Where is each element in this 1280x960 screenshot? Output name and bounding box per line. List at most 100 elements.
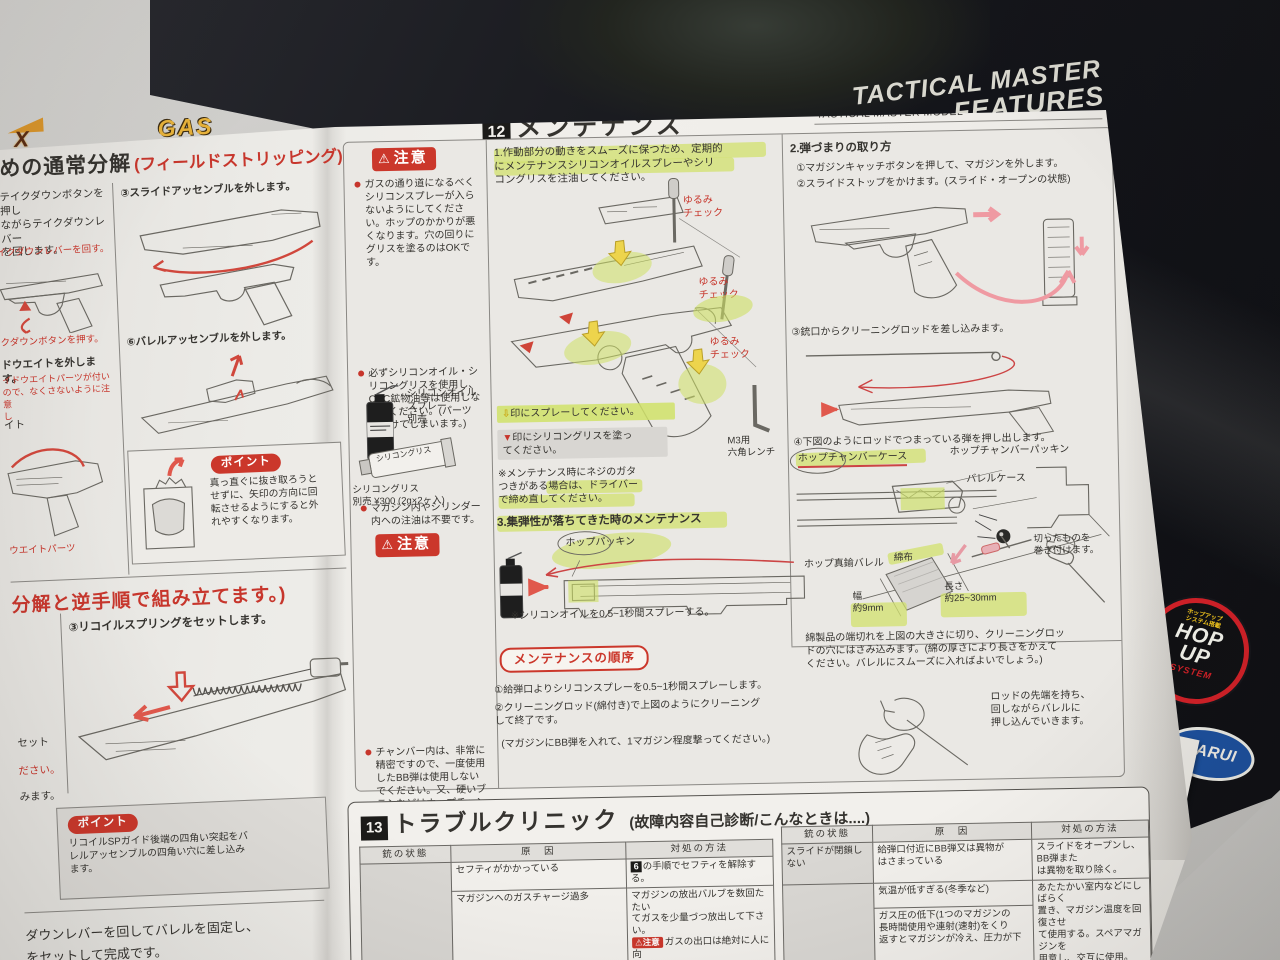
warning-triangle-icon: ⚠ <box>381 536 396 553</box>
edge-frag-1: セット <box>17 736 50 750</box>
takedown-diagram <box>0 273 104 334</box>
point-label: ポイント <box>210 453 282 475</box>
caution-box-1-label: ⚠注意 <box>371 147 436 171</box>
point1-text: 真っ直ぐに抜き取ろうと せずに、矢印の方向に回 転させるようにすると外 れやすく… <box>209 473 319 528</box>
caution1-item1: ガスの通り道になるべく シリコンスプレーが入ら ないようにしてくださ い。ホップ… <box>354 176 494 270</box>
spray-duration-text: ※シリコンオイルを0.5~1秒間スプレーする。 <box>510 606 715 622</box>
silicone-spray-can-icon-2 <box>499 551 524 619</box>
weight-label: イト <box>3 418 26 432</box>
exploded-gun-diagram <box>510 195 757 438</box>
state-cell: 作動しない <box>360 862 455 960</box>
trouble-table-right: 銃の状態 原 因 対処の方法 スライドが閉鎖し ない 給弾口付近にBB弾又は異物… <box>781 819 1152 960</box>
cause-cell: 給弾口付近にBB弾又は異物が はさまっている <box>872 839 1033 883</box>
red-bullet-icon <box>354 181 361 188</box>
barrel-maintenance-diagram <box>528 558 806 619</box>
col-state: 銃の状態 <box>781 825 873 844</box>
box-gun-photo <box>520 0 990 130</box>
fix-cell: あたたかい室内などにしばらく 置き、マガジン温度を回復させ て使用する。スペアマ… <box>1032 877 1152 960</box>
point2-text: リコイルSPガイド後端の四角い突起をバ レルアッセンブルの四角い穴に差し込み ま… <box>68 830 249 876</box>
final-rule <box>24 899 325 914</box>
order-item-1: ①給弾口よりシリコンスプレーを0.5~1秒間スプレーします。 <box>494 679 768 697</box>
fix-text: の手順でセフティを解除する。 <box>630 858 757 885</box>
grease-note-box: ▼印にシリコングリスを塗っ てください。 <box>497 426 668 460</box>
hex-wrench-label: M3用 六角レンチ <box>727 435 776 459</box>
section2-item2: ②スライドストップをかけます。(スライド・オープンの状態) <box>796 173 1071 191</box>
edge-frag-3: みます。 <box>19 789 61 804</box>
red-triangle-icon: ▼ <box>502 432 513 444</box>
recoil-spring-diagram <box>77 657 349 761</box>
fix-text: マガジンの放出バルブを数回たたい てガスを少量づつ放出して下さい。 <box>631 887 765 937</box>
grease-note-text: 印にシリコングリスを塗っ てください。 <box>502 430 633 457</box>
section3-header: 3.集弾性が落ちてきた時のメンテナンス <box>496 513 702 529</box>
caution-box-2-label: ⚠注意 <box>375 533 440 557</box>
weight-parts-label: ウエイトパーツ <box>9 542 76 557</box>
left-page: めの通常分解 (フィールドストリッピング) テイクダウンボタンを押し ながらテイ… <box>0 123 378 960</box>
grease-price-label: シリコングリス 別売 ¥300 (2g×2ヶ入) <box>352 483 445 509</box>
cotton-wrap-label: 切ったものを 巻き付けます。 <box>1033 532 1100 557</box>
button-label: クダウンボタンを押す。 <box>0 333 104 349</box>
col-state: 銃の状態 <box>359 845 452 865</box>
section13-number: 13 <box>360 816 388 841</box>
screwdriver-icon <box>668 177 680 243</box>
caution-badge: ⚠注意 <box>371 147 436 171</box>
hex-wrench-icon <box>752 384 771 433</box>
point-pill-2: ポイント <box>67 813 139 835</box>
maintenance-step1-text: 1.作動部分の動きをスムーズに保つため、定期的 にメンテナンスシリコンオイルスプ… <box>493 142 723 187</box>
loose-check-label-3: ゆるみ チェック <box>709 336 750 361</box>
loose-check-label-2: ゆるみ チェック <box>698 276 739 302</box>
spray-duration-note: ※シリコンオイルを0.5~1秒間スプレーする。 <box>511 606 715 623</box>
caution1-item1-text: ガスの通り道になるべく シリコンスプレーが入ら ないようにしてくださ い。ホップ… <box>364 177 476 269</box>
left-page-header: めの通常分解 (フィールドストリッピング) <box>0 141 343 183</box>
maintenance-order-badge: メンテナンスの順序 <box>499 645 650 674</box>
state-cell: スライドが閉鎖し ない <box>781 842 874 885</box>
order-item-2: ②クリーニングロッド(綿付き)で上図のようにクリーニング して終了です。 <box>494 697 761 728</box>
maintenance-panel: ⚠注意 ガスの通り道になるべく シリコンスプレーが入ら ないようにしてくださ い… <box>342 127 1126 960</box>
trouble-table-left: 銃の状態 原 因 対処の方法 作動しない セフティがかかっている 6の手順でセフ… <box>359 839 776 960</box>
caution-text-2: 注意 <box>396 535 432 553</box>
cause-cell: 気温が低すぎる(冬季など) <box>873 879 1033 909</box>
barrel-assembly-diagram <box>140 354 334 434</box>
silicone-spray-can-icon <box>366 385 399 461</box>
fix-cell: マガジンの放出バルブを数回たたい てガスを少量づつ放出して下さい。 ⚠注意ガスの… <box>626 884 776 960</box>
header-black-part: めの通常分解 <box>0 152 132 181</box>
magazine-removal-diagram <box>810 206 1090 306</box>
order-badge-wrap: メンテナンスの順序 <box>499 645 650 674</box>
grease-tube-icon <box>358 437 457 478</box>
slide-step-text: ③スライドアッセンブルを外します。 <box>120 180 297 200</box>
point-label-2: ポイント <box>67 813 139 835</box>
order-item-3: (マガジンにBB弾を入れて、1マガジン程度撃ってください。) <box>501 733 771 750</box>
slide-weight-diagram <box>7 448 104 537</box>
red-bullet-icon <box>365 749 372 756</box>
cotton-cloth-label: 綿布 <box>893 551 913 564</box>
recoil-rule <box>59 613 69 794</box>
recoil-step-text: ③リコイルスプリングをセットします。 <box>68 613 273 635</box>
loose-check-label-1: ゆるみ チェック <box>682 194 724 220</box>
warning-triangle-icon: ⚠ <box>377 150 392 167</box>
fix-cell: スライドをオープンし、BB弾また は異物を取り除く。 <box>1031 836 1150 880</box>
cause-cell: セフティがかかっている <box>451 858 627 892</box>
table-row: スライドが閉鎖し ない 給弾口付近にBB弾又は異物が はさまっている スライドを… <box>781 836 1150 885</box>
edge-frag-2: ださい。 <box>18 763 61 778</box>
mini-caution-badge: ⚠注意 <box>632 936 663 949</box>
cleaning-rod-diagram <box>805 351 1055 437</box>
cotton-length-label: 長さ 約25~30mm <box>944 581 997 605</box>
final-text-2: をセットして完成です。 <box>26 944 168 960</box>
weight-note: イドウエイトパーツが付い ので、なくさないように注意 し <box>1 371 111 422</box>
point-box-1: ポイント 真っ直ぐに抜き取ろうと せずに、矢印の方向に回 転させるようにすると外… <box>127 441 346 565</box>
barrel-lug-diagram <box>143 456 195 550</box>
caution-badge-2: ⚠注意 <box>375 533 440 557</box>
section13-title: トラブルクリニック <box>393 806 619 837</box>
final-text-1: ダウンレバーを回してバレルを固定し、 <box>25 918 260 944</box>
header-red-part: (フィールドストリッピング) <box>133 147 344 175</box>
cause-cell: マガジンへのガスチャージ過多 <box>451 887 629 960</box>
rod-insert-note: ロッドの先端を持ち、 回しながらバレルに 押し込んでいきます。 <box>990 689 1091 729</box>
mini-caution-text: 注意 <box>642 937 660 948</box>
cotton-width-label: 幅 約9mm <box>852 590 884 615</box>
cause-cell: ガス圧の低下(1つのマガジンの 長時間使用や連射(速射)をくり 返すとマガジンが… <box>874 905 1035 960</box>
point-box-2: ポイント リコイルSPガイド後端の四角い突起をバ レルアッセンブルの四角い穴に差… <box>56 796 330 900</box>
spray-can-label: シリコンオイル スプレー 別売 <box>406 387 477 426</box>
hop-chamber-packing-label: ホップチャンバーパッキン <box>949 443 1070 458</box>
